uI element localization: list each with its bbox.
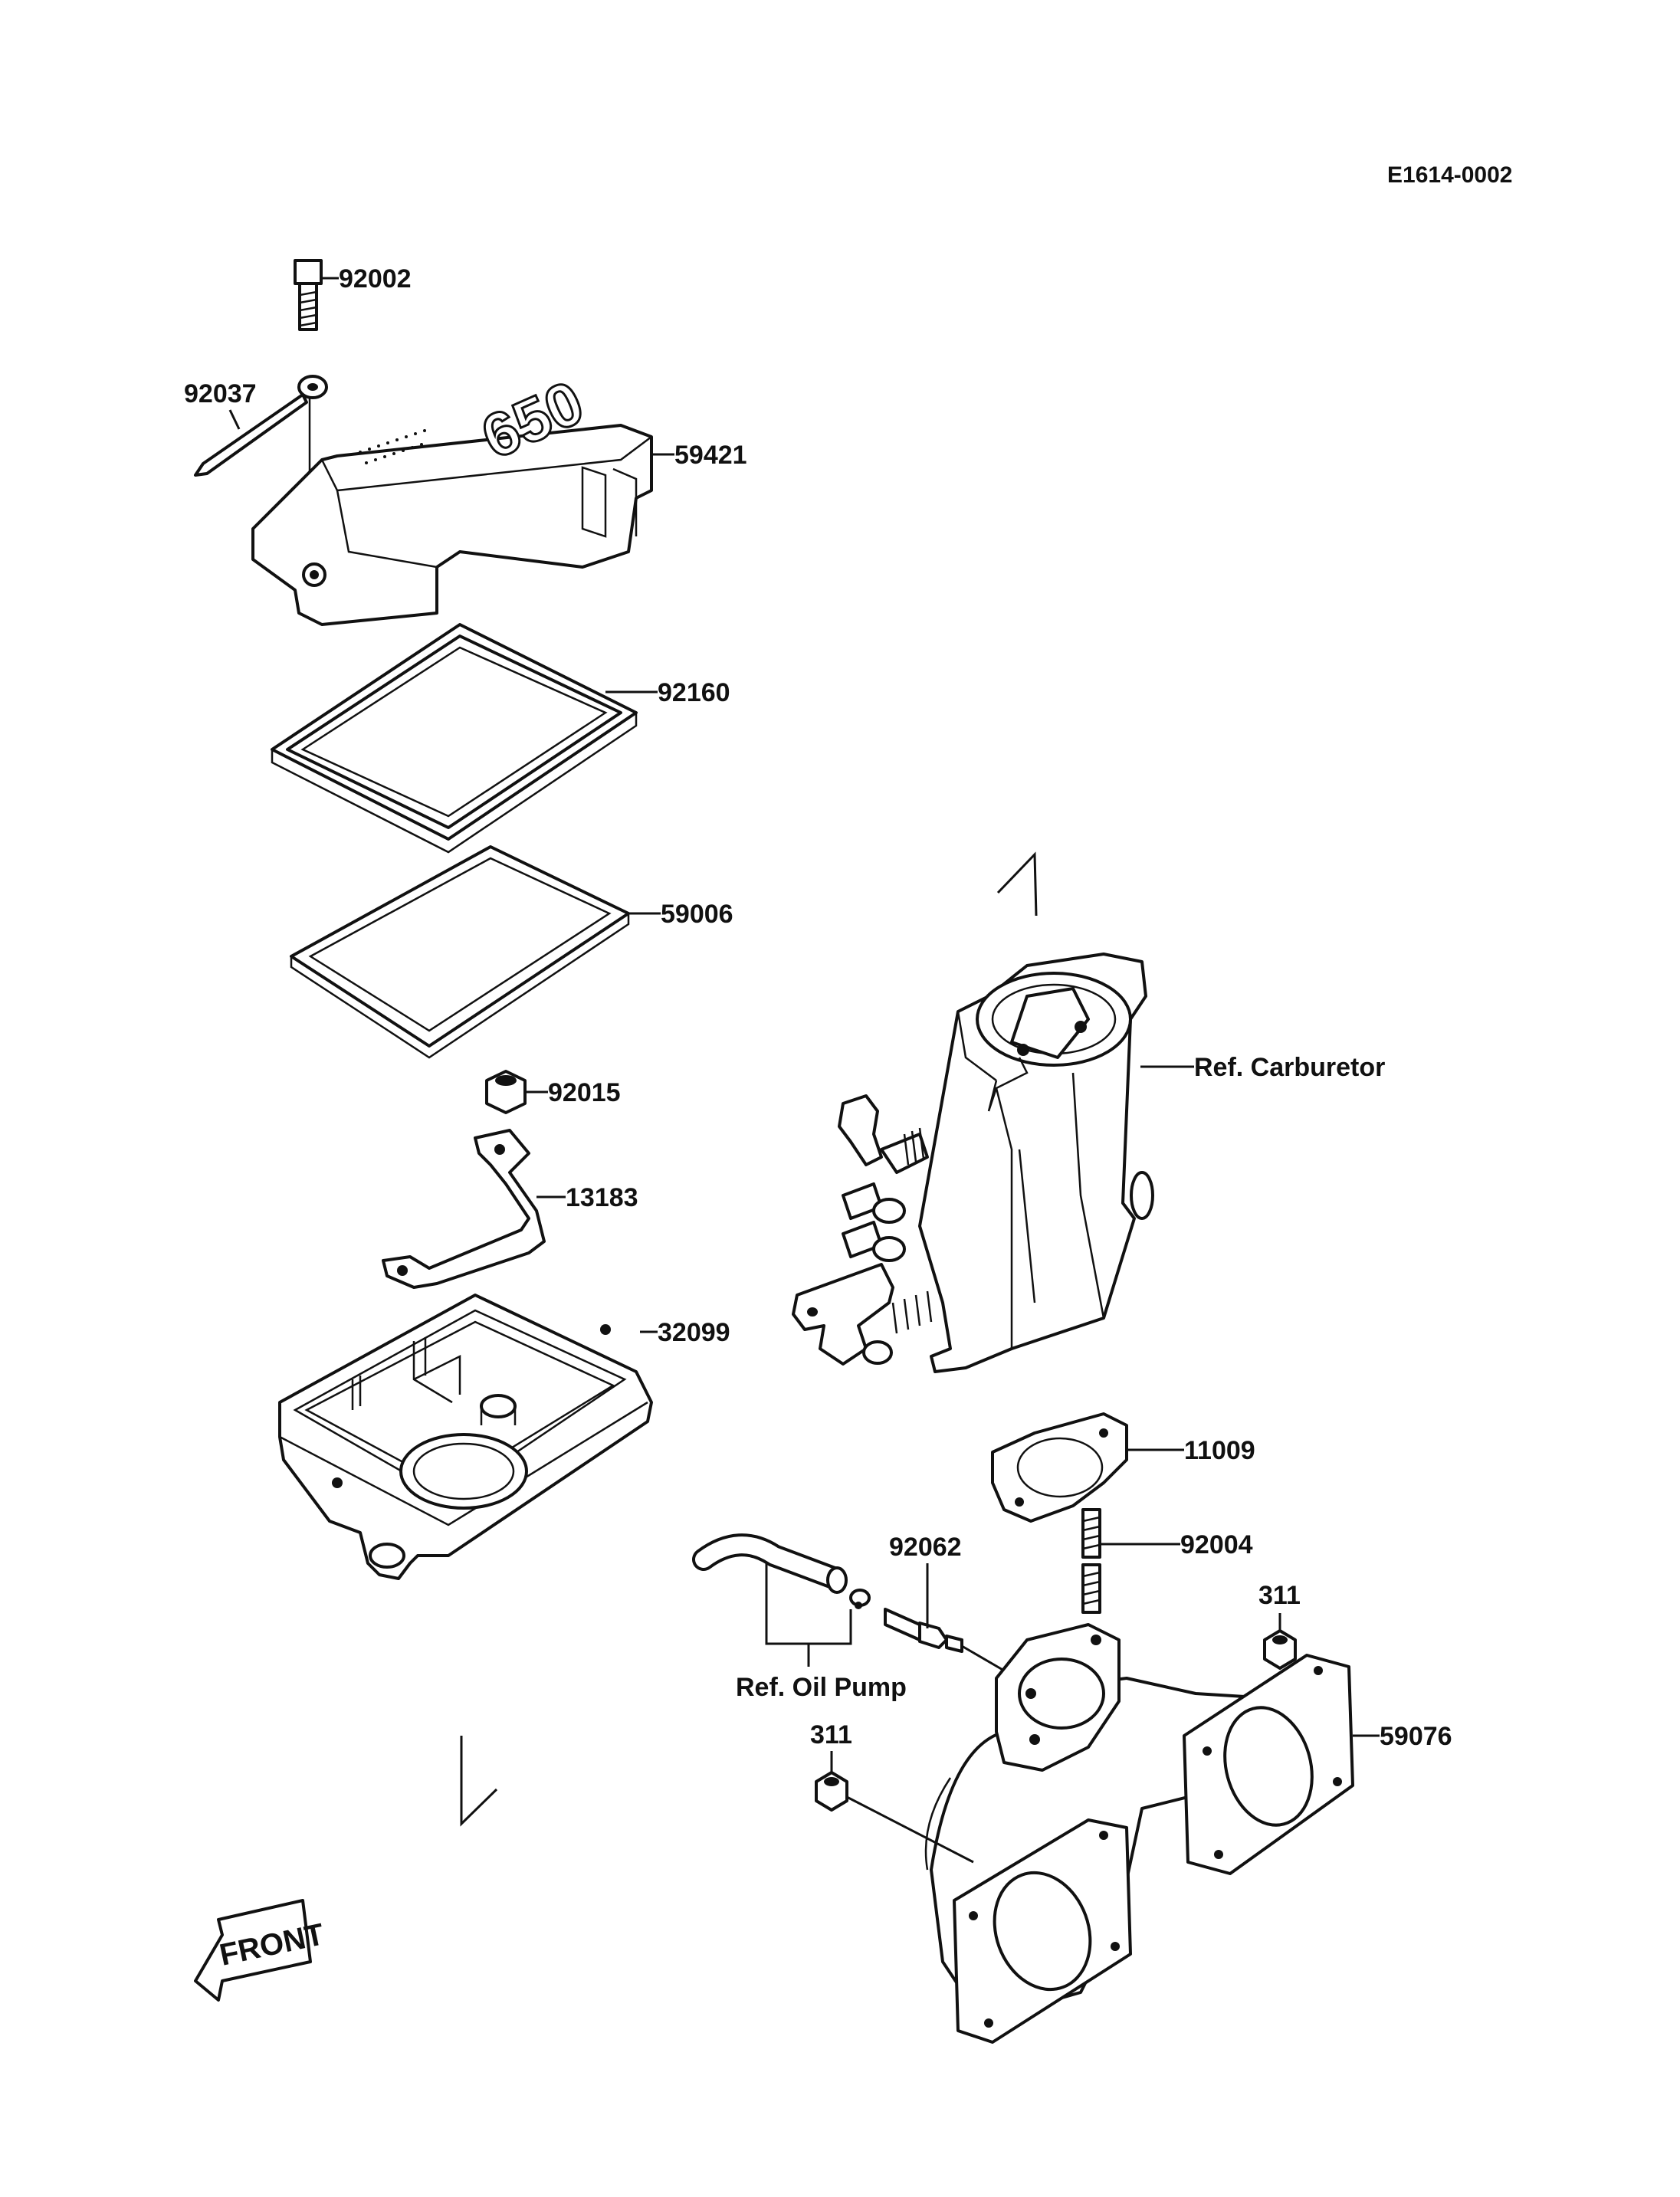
label-311-left: 311 [810,1720,852,1749]
carburetor-reference [792,953,1154,1373]
label-59421: 59421 [674,441,747,470]
alignment-mark-upper [996,851,1038,917]
leader-92037 [228,409,241,430]
gasket-11009 [991,1412,1128,1523]
label-92062: 92062 [889,1533,962,1562]
front-arrow-icon: FRONT [194,1899,327,2002]
label-32099: 32099 [658,1318,730,1347]
label-92002: 92002 [339,264,412,293]
label-92015: 92015 [548,1078,621,1107]
intake-cover-59421: 650 [251,366,653,626]
label-13183: 13183 [566,1183,638,1212]
alignment-mark-lower [460,1736,498,1827]
label-92004: 92004 [1180,1530,1253,1559]
diagram-code: E1614-0002 [1387,162,1512,188]
label-ref-oil-pump: Ref. Oil Pump [736,1673,907,1702]
filter-element-92160 [271,623,638,854]
label-92037: 92037 [184,379,257,408]
nut-92015 [485,1070,527,1114]
oil-pump-hose-reference [692,1533,871,1609]
gasket-59006 [290,845,630,1059]
leader-311-left-to-manifold [846,1795,974,1864]
label-ref-carburetor: Ref. Carburetor [1194,1053,1385,1082]
label-311-right: 311 [1258,1581,1301,1610]
label-59076: 59076 [1380,1722,1452,1751]
stud-92004 [1081,1508,1101,1614]
air-case-32099 [278,1294,653,1580]
label-92160: 92160 [658,678,730,707]
label-59006: 59006 [661,900,733,929]
bolt-92002 [294,259,323,331]
label-11009: 11009 [1184,1436,1255,1465]
fitting-92062 [884,1608,963,1653]
nut-311-left [815,1771,848,1812]
leader-92062-to-manifold [961,1644,1005,1672]
nut-311-right [1263,1629,1297,1670]
intake-manifold-59076 [924,1623,1354,2044]
bracket-13183 [382,1129,546,1289]
